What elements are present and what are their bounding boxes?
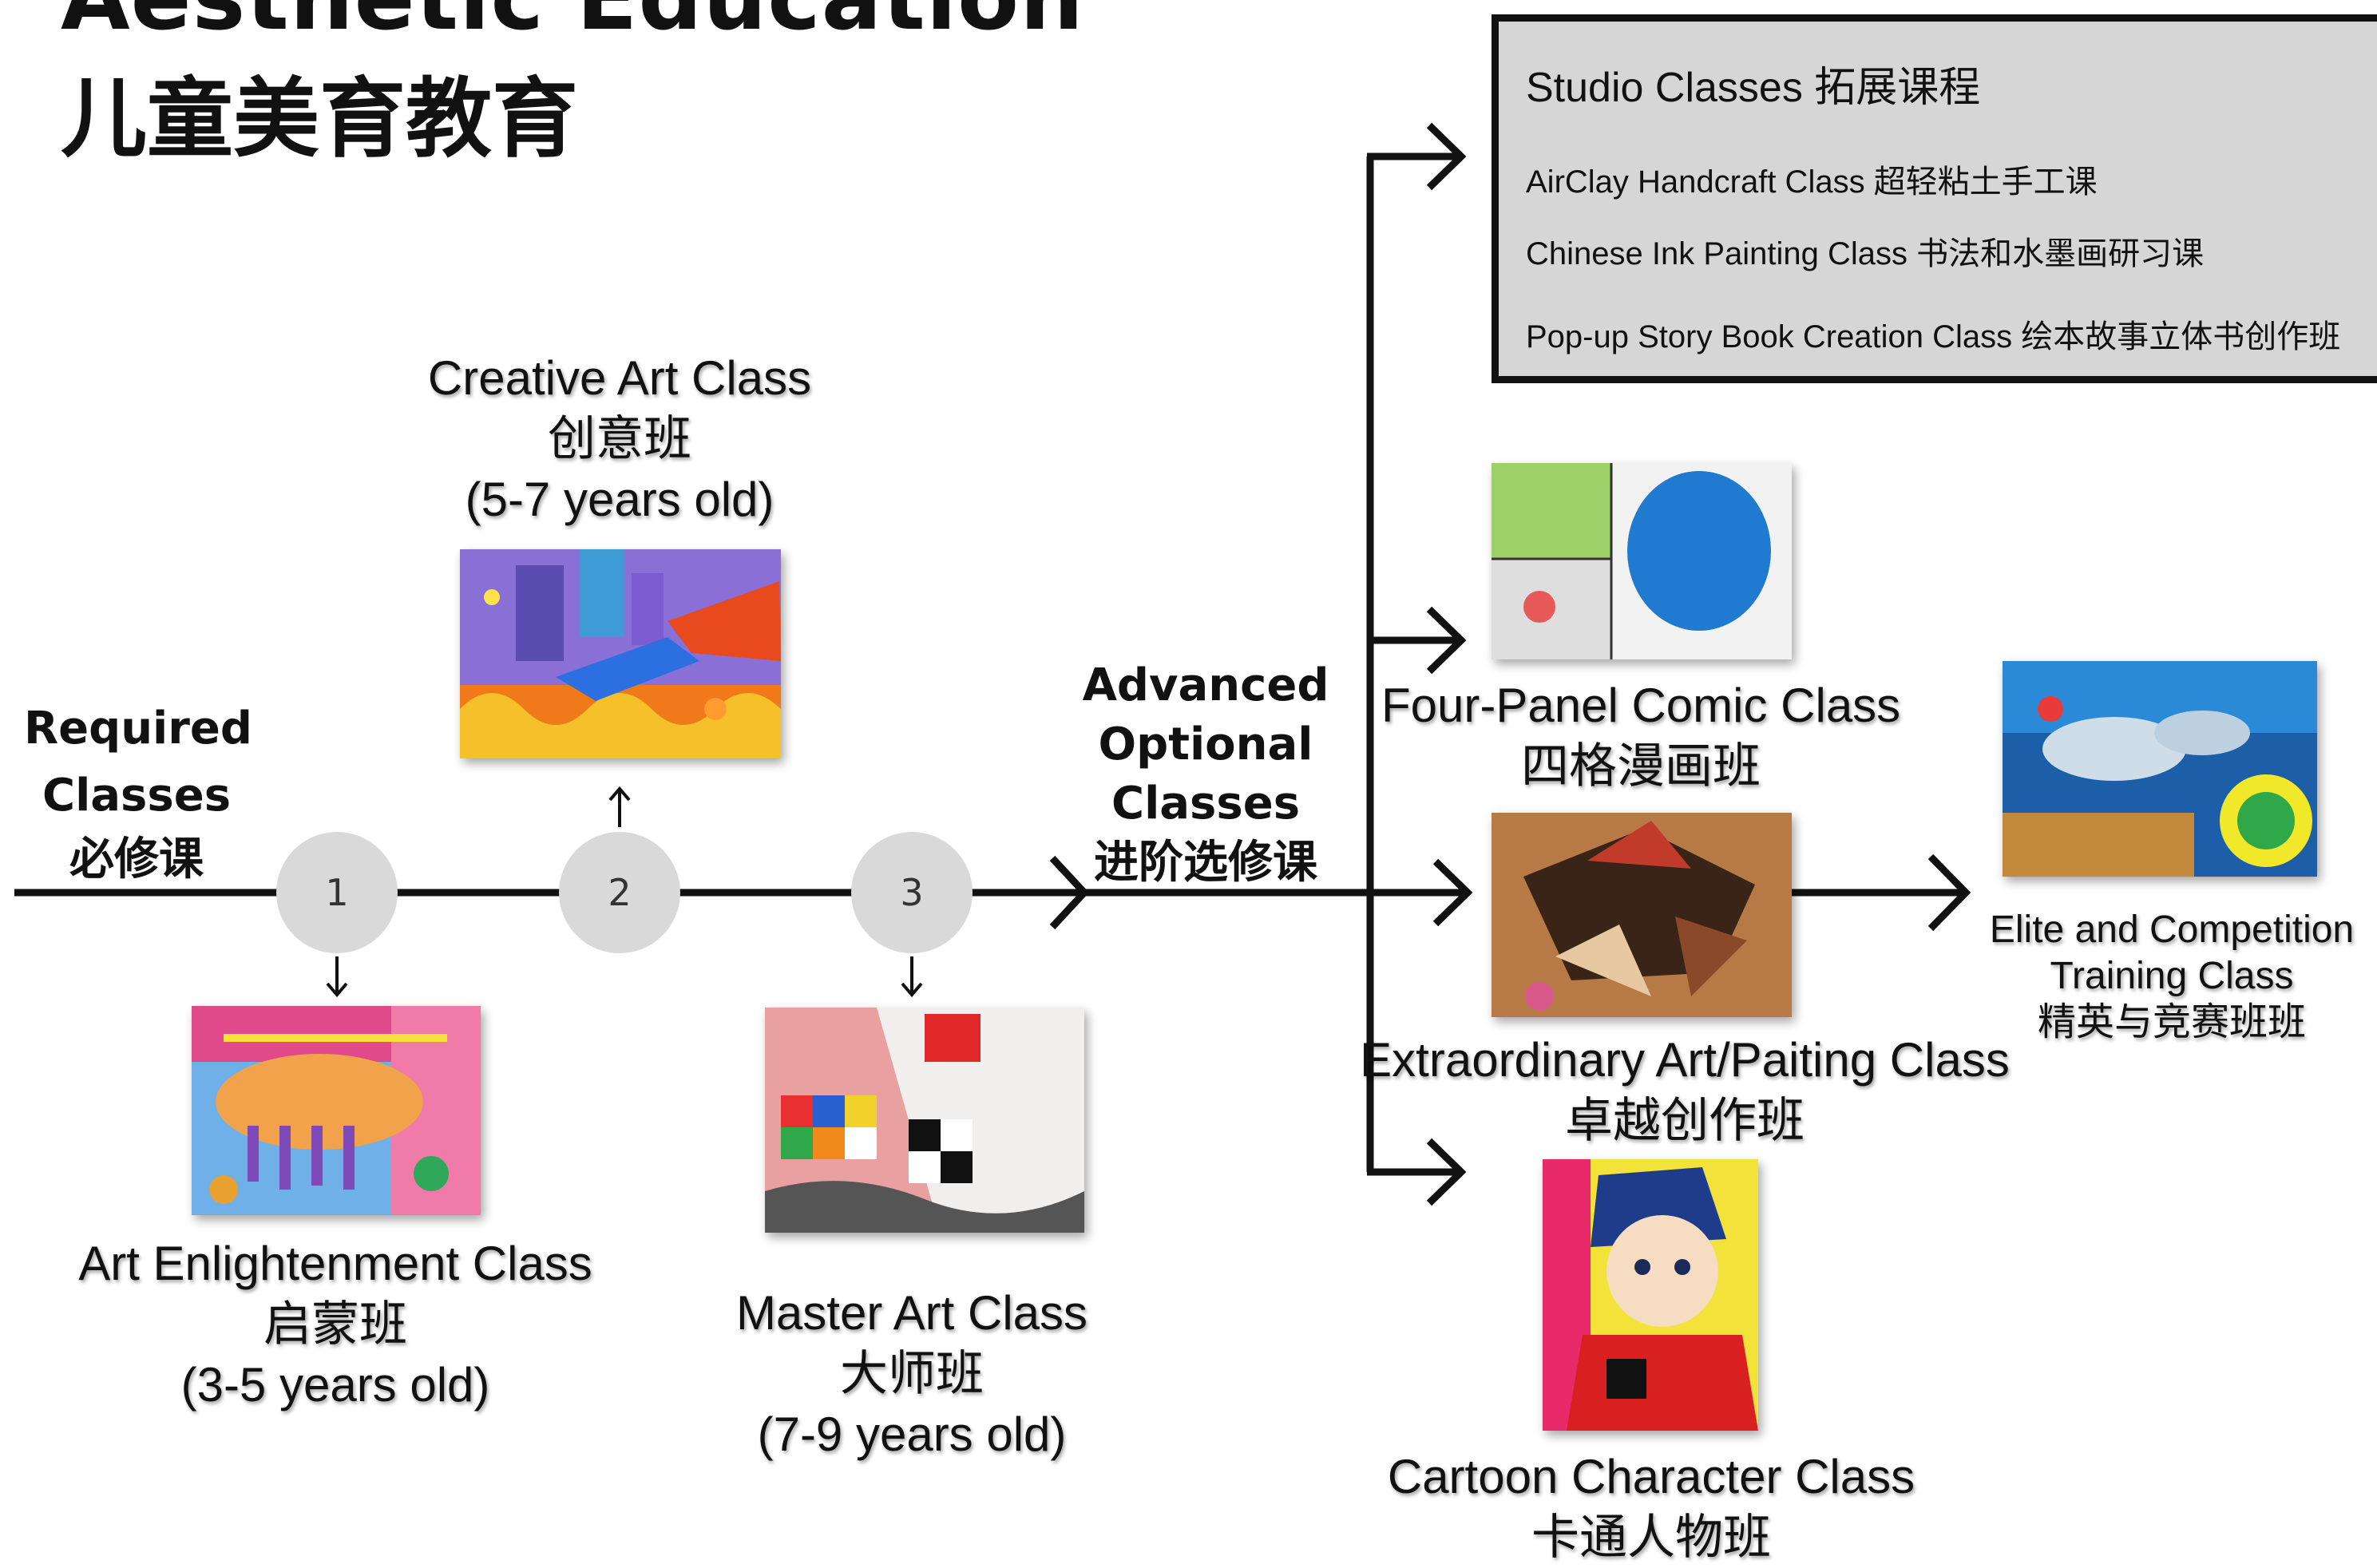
- comic-name: Four-Panel Comic Class: [1381, 679, 1901, 732]
- extraordinary-arrowhead: [1432, 858, 1473, 927]
- step-1-name-cn: 启蒙班: [263, 1297, 407, 1351]
- step-3-circle: 3: [851, 832, 973, 953]
- art-enlightenment-label: Art Enlightenment Class 启蒙班 (3-5 years o…: [56, 1233, 615, 1416]
- cartoon-name-cn: 卡通人物班: [1531, 1511, 1771, 1564]
- step-1-ages: (3-5 years old): [180, 1358, 490, 1412]
- required-label-line2: Classes: [42, 770, 232, 822]
- step-3-ages: (7-9 years old): [757, 1408, 1067, 1461]
- required-classes-label: Required Classes 必修课: [24, 699, 252, 889]
- extraordinary-name-cn: 卓越创作班: [1565, 1094, 1805, 1147]
- required-label-line3: 必修课: [69, 833, 204, 885]
- step-1-name: Art Enlightenment Class: [78, 1237, 592, 1290]
- studio-classes-title: Studio Classes 拓展课程: [1526, 65, 1981, 111]
- step-3-name-cn: 大师班: [840, 1347, 984, 1400]
- elite-competition-label: Elite and Competition Training Class 精英与…: [1948, 907, 2377, 1046]
- main-arrowhead: [1049, 855, 1090, 930]
- cartoon-name: Cartoon Character Class: [1387, 1450, 1915, 1503]
- elite-line2: Training Class: [2050, 955, 2294, 997]
- step-2-ages: (5-7 years old): [465, 473, 775, 526]
- elite-competition-artwork: [2003, 661, 2317, 877]
- cartoon-character-artwork: [1543, 1159, 1758, 1431]
- advanced-classes-label: Advanced Optional Classes 进阶选修课: [1070, 656, 1341, 893]
- step-3-name: Master Art Class: [735, 1286, 1088, 1340]
- page-title: Aesthetic Education: [61, 0, 1084, 46]
- studio-item-airclay: AirClay Handcraft Class 超轻粘土手工课: [1526, 164, 2098, 200]
- creative-art-class-label: Creative Art Class 创意班 (5-7 years old): [380, 348, 859, 530]
- comic-name-cn: 四格漫画班: [1521, 739, 1761, 793]
- required-label-line1: Required: [24, 703, 252, 754]
- studio-classes-box: Studio Classes 拓展课程 AirClay Handcraft Cl…: [1492, 14, 2377, 383]
- elite-line3: 精英与竞赛班班: [2037, 1001, 2306, 1043]
- four-panel-comic-label: Four-Panel Comic Class 四格漫画班: [1381, 675, 1900, 797]
- creative-art-artwork: [460, 549, 781, 758]
- extraordinary-art-label: Extraordinary Art/Paiting Class 卓越创作班: [1349, 1030, 2020, 1151]
- step-1-circle: 1: [276, 832, 398, 953]
- art-enlightenment-artwork: [192, 1006, 481, 1215]
- advanced-label-line3: Classes: [1111, 778, 1301, 830]
- studio-item-ink-painting: Chinese Ink Painting Class 书法和水墨画研习课: [1526, 236, 2205, 271]
- advanced-label-line1: Advanced: [1082, 659, 1329, 711]
- step-2-name-cn: 创意班: [548, 412, 691, 465]
- master-art-label: Master Art Class 大师班 (7-9 years old): [672, 1283, 1151, 1465]
- master-art-artwork: [765, 1008, 1084, 1233]
- elite-line1: Elite and Competition: [1989, 909, 2355, 951]
- advanced-label-line2: Optional: [1098, 719, 1313, 770]
- elite-arrowhead: [1927, 853, 1971, 932]
- step-2-circle: 2: [559, 832, 680, 953]
- studio-item-popup-book: Pop-up Story Book Creation Class 绘本故事立体书…: [1526, 319, 2341, 354]
- extraordinary-name: Extraordinary Art/Paiting Class: [1360, 1033, 2010, 1087]
- four-panel-comic-artwork: [1492, 463, 1792, 659]
- comic-arrowhead: [1426, 606, 1467, 675]
- step-2-name: Creative Art Class: [427, 351, 812, 405]
- page-subtitle: 儿童美育教育: [61, 69, 579, 169]
- cartoon-arrowhead: [1426, 1138, 1467, 1206]
- advanced-label-line4: 进阶选修课: [1094, 837, 1317, 889]
- cartoon-character-label: Cartoon Character Class 卡通人物班: [1372, 1447, 1931, 1568]
- extraordinary-art-artwork: [1492, 813, 1792, 1017]
- studio-arrowhead: [1426, 122, 1467, 191]
